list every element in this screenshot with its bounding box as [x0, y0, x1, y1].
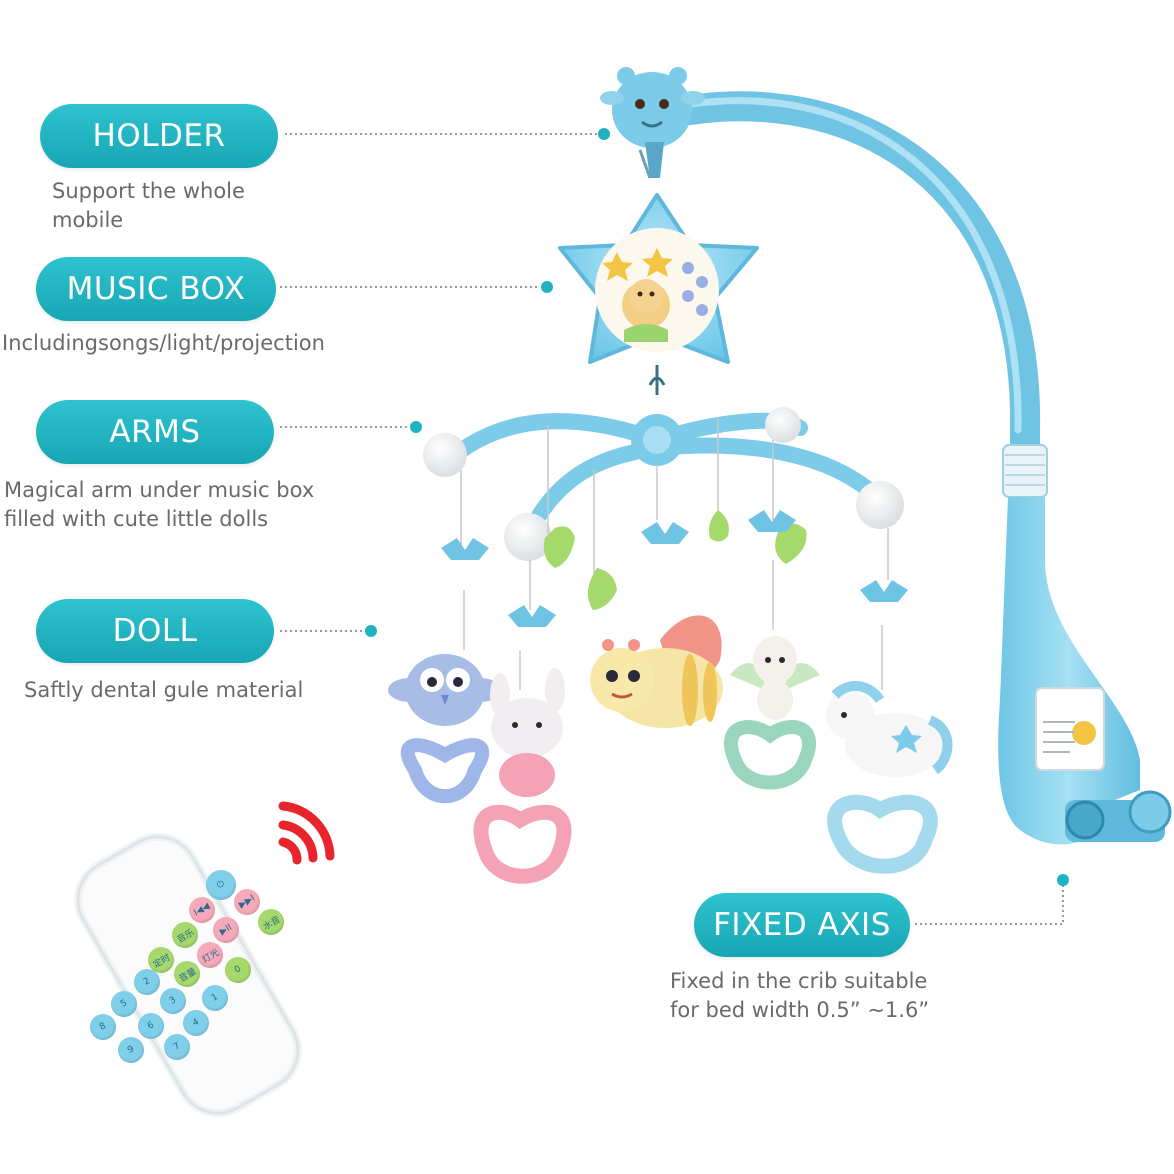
arms-description: Magical arm under music box filled with …: [4, 476, 314, 534]
pegasus-doll: [723, 636, 820, 790]
remote-control-illustration: [74, 801, 335, 1118]
bee-doll: [590, 615, 723, 728]
music-box-description: Includingsongs/light/projection: [2, 329, 325, 358]
hanging-strings: [460, 418, 889, 690]
product-sticker: [1035, 687, 1105, 771]
music-box-label-pill: MUSIC BOX: [36, 257, 276, 321]
leader-lines: [280, 133, 1064, 925]
arms-description-line-2: filled with cute little dolls: [4, 507, 269, 531]
leaf-pendants: [543, 510, 807, 610]
holder-label-pill: HOLDER: [40, 104, 278, 168]
fixed-axis-description: Fixed in the crib suitable for bed width…: [670, 967, 929, 1025]
giraffe-head-topper: [600, 67, 705, 179]
music-box-description-line-1: Includingsongs/light/projection: [2, 331, 325, 355]
holder-dot: [598, 128, 610, 140]
fixed-axis-label: FIXED AXIS: [713, 907, 891, 943]
unicorn-doll: [826, 681, 953, 874]
fixed-axis-description-line-2: for bed width 0.5” ∼1.6”: [670, 998, 930, 1022]
doll-label-pill: DOLL: [36, 599, 274, 663]
butterfly-clips: [441, 510, 908, 627]
mobile-arms: [447, 412, 888, 540]
arms-label: ARMS: [109, 414, 201, 450]
bunny-doll: [473, 668, 572, 884]
arms-description-line-1: Magical arm under music box: [4, 478, 315, 502]
holder-description-line-2: mobile: [52, 208, 124, 232]
holder-description: Support the whole mobile: [52, 177, 245, 235]
arm-end-balls: [423, 407, 904, 561]
arm-sleeve: [1002, 444, 1048, 498]
leader-dots: [365, 128, 1069, 886]
clamp-screw: [1065, 790, 1172, 842]
fixed-axis-dot: [1057, 874, 1069, 886]
clamp-body: [998, 497, 1140, 845]
holder-arm: [635, 91, 1172, 845]
holder-label: HOLDER: [92, 118, 226, 154]
doll-description-line-1: Saftly dental gule material: [24, 678, 304, 702]
doll-label: DOLL: [112, 613, 198, 649]
arms-dot: [410, 421, 422, 433]
owl-doll: [388, 654, 502, 804]
music-box-label: MUSIC BOX: [66, 271, 246, 307]
music-box-dot: [541, 281, 553, 293]
holder-description-line-1: Support the whole: [52, 179, 245, 203]
music-box-star: [558, 193, 759, 395]
fixed-axis-description-line-1: Fixed in the crib suitable: [670, 969, 928, 993]
doll-dot: [365, 625, 377, 637]
fixed-axis-label-pill: FIXED AXIS: [694, 893, 910, 957]
doll-description: Saftly dental gule material: [24, 676, 303, 705]
fixed-axis-leader-line: [915, 882, 1064, 925]
signal-waves-icon: [278, 801, 335, 865]
arms-label-pill: ARMS: [36, 400, 274, 464]
